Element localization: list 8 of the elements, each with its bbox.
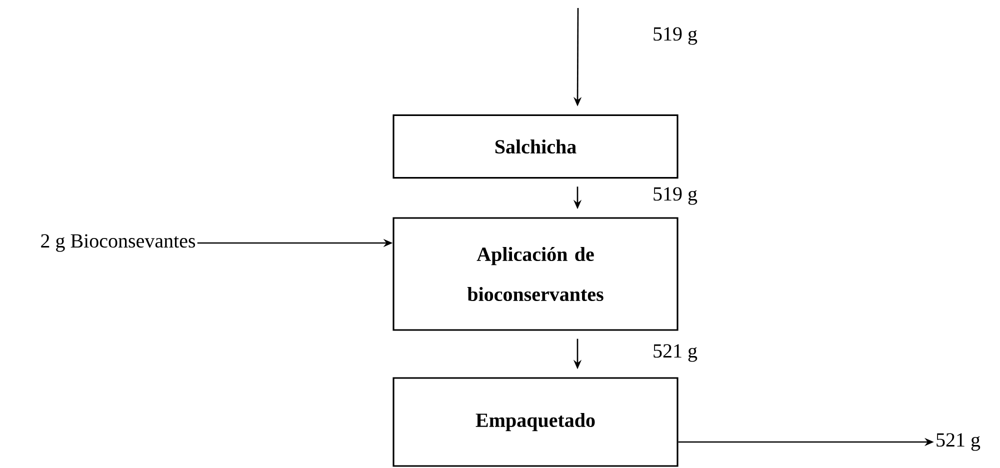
edge-label: 519 g — [651, 26, 699, 46]
edge-label: 521 g — [651, 342, 699, 364]
process-box: Salchicha — [392, 114, 678, 179]
process-box: Aplicación de bioconservantes — [392, 217, 678, 331]
flow-text: 521 g — [936, 433, 980, 451]
process-box: Empaquetado — [392, 377, 678, 467]
edge-label: 519 g — [651, 186, 699, 206]
flow-text: 2 g Bioconsevantes — [41, 234, 196, 252]
